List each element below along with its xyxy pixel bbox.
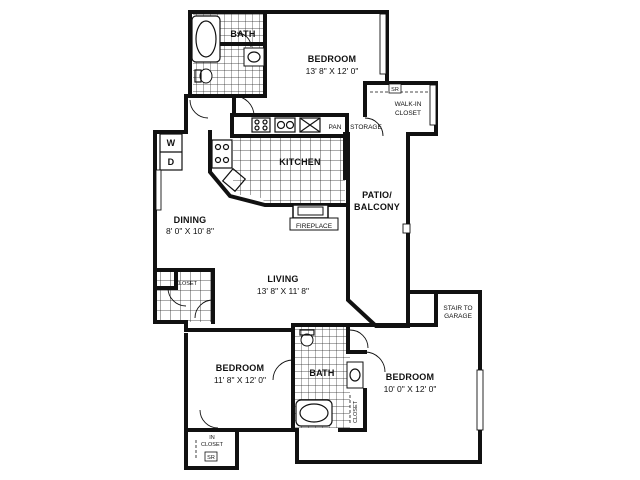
range — [211, 139, 233, 169]
walkin-closet-wall — [363, 81, 388, 117]
dishwasher — [299, 117, 321, 133]
bottom-toilet — [300, 333, 314, 347]
cooktop — [251, 117, 271, 133]
kitchen-island-wall — [208, 130, 347, 207]
label-walkin-bottom-2: IN — [209, 435, 215, 441]
kitchen-sink — [274, 117, 296, 133]
patio-west-wall — [346, 132, 410, 328]
top-bathtub — [191, 15, 221, 63]
door-swing-closet — [167, 287, 187, 307]
bath-bottom-east-wall — [346, 323, 367, 354]
label-living: LIVING — [267, 274, 298, 284]
sr-box-top — [388, 83, 402, 94]
refrigerator — [221, 167, 247, 193]
door-swing-top-bedroom — [233, 95, 255, 117]
door-swing-bottom-walkin — [199, 409, 219, 429]
label-sr-bottom: SR — [207, 455, 215, 461]
window-dining — [155, 169, 162, 211]
door-swing-hall — [189, 99, 209, 119]
label-walkin-bottom-3: CLOSET — [201, 442, 224, 448]
label-washer: W — [167, 138, 176, 148]
label-stair-2: GARAGE — [444, 313, 472, 320]
label-bedroom-right: BEDROOM — [386, 372, 434, 382]
kitchen-counter-wall — [230, 113, 347, 138]
label-pan: PAN — [329, 124, 342, 131]
top-vanity — [243, 47, 265, 67]
window-bedroom-right — [476, 369, 484, 431]
label-bedroom-top: BEDROOM — [308, 54, 356, 64]
label-fireplace: FIREPLACE — [296, 223, 333, 230]
dims-living: 13' 8" X 11' 8" — [257, 286, 309, 296]
sr-box-bottom — [204, 451, 218, 462]
window-walkin — [429, 84, 437, 126]
bedroom-right-north-wall — [348, 290, 438, 327]
window-top-bedroom — [379, 13, 387, 75]
entry-tile-floor — [157, 272, 213, 322]
label-dryer: D — [168, 157, 175, 167]
label-bedroom-left: BEDROOM — [216, 363, 264, 373]
label-bath-top: BATH — [230, 29, 255, 39]
label-walkin-top-2: CLOSET — [395, 110, 421, 117]
dims-bedroom-left: 11' 8" X 12' 0" — [214, 375, 266, 385]
door-swing-bedroom-right — [364, 351, 386, 373]
door-swing-top-bath — [236, 32, 252, 48]
label-bath-bottom: BATH — [309, 368, 334, 378]
label-kitchen: KITCHEN — [279, 157, 320, 167]
door-swing-bath — [349, 329, 369, 349]
left-closet-wall — [153, 268, 178, 290]
label-stair-1: STAIR TO — [443, 305, 472, 312]
door-swing-walkin — [364, 117, 384, 137]
fireplace-firebox — [297, 206, 324, 216]
label-walkin-top-1: WALK-IN — [395, 101, 422, 108]
fireplace-hearth — [289, 217, 339, 231]
bottom-closet-wall — [338, 388, 367, 432]
label-sr-top: SR — [391, 87, 399, 93]
label-storage: STORAGE — [350, 124, 382, 131]
top-toilet — [199, 68, 213, 84]
label-walkin-bottom-1: WALK- — [203, 428, 220, 434]
label-closet-left: CLOSET — [175, 281, 198, 287]
door-swing-bedroom-left — [272, 359, 294, 381]
dims-dining: 8' 0" X 10' 8" — [166, 226, 214, 236]
door-swing-entry — [194, 299, 214, 319]
kitchen-tile-floor-lower — [233, 135, 345, 205]
top-bath-wall — [188, 12, 267, 98]
label-patio-2: BALCONY — [354, 202, 400, 212]
label-closet-bottom: CLOSET — [353, 400, 359, 423]
window-patio — [402, 223, 411, 234]
dims-bedroom-right: 10' 0" X 12' 0" — [384, 384, 437, 394]
dims-bedroom-top: 13' 8" X 12' 0" — [306, 66, 359, 76]
bottom-vanity — [346, 361, 364, 389]
label-patio-1: PATIO/ — [362, 190, 392, 200]
top-bedroom-south-wall — [232, 94, 349, 136]
label-dining: DINING — [174, 215, 207, 225]
